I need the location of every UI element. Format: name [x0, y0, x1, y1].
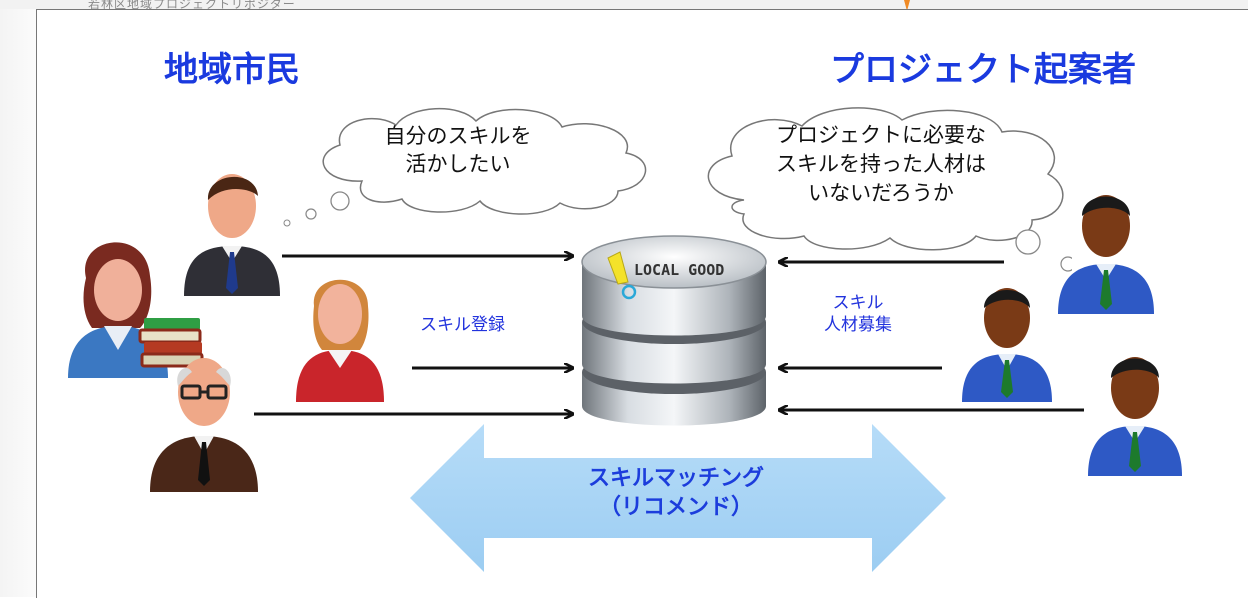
matching-label: スキルマッチング （リコメンド）	[540, 464, 812, 522]
woman-with-books-icon	[68, 242, 204, 378]
background-text: 若林区地域プロジェクトリポジター	[88, 0, 296, 11]
label-skill-recruit-line-2: 人材募集	[824, 315, 892, 335]
title-proposers: プロジェクト起案者	[830, 50, 1136, 90]
thought-right-line-3: いないだろうか	[808, 181, 954, 205]
thought-right-line-1: プロジェクトに必要な	[776, 123, 986, 147]
matching-double-arrow	[410, 424, 946, 572]
thought-left-line-1: 自分のスキルを	[384, 124, 532, 148]
thought-left-text: 自分のスキルを 活かしたい	[340, 122, 576, 178]
database-logo-text: LOCAL GOOD	[634, 261, 725, 279]
matching-label-line-2: （リコメンド）	[598, 495, 753, 520]
businessman-blue-icon-3	[1088, 357, 1182, 476]
businessman-blue-icon-2	[962, 288, 1052, 402]
background-left-edge	[0, 9, 36, 597]
database-icon	[581, 235, 767, 426]
woman-red-sweater-icon	[296, 279, 384, 402]
thought-bubble-small	[283, 219, 291, 227]
label-skill-recruit: スキル 人材募集	[808, 292, 908, 336]
title-citizens: 地域市民	[164, 50, 300, 90]
thought-right-line-2: スキルを持った人材は	[776, 152, 986, 176]
thought-cloud-left	[305, 108, 647, 220]
businessman-blue-icon-1	[1058, 195, 1154, 314]
thought-cloud-right	[707, 107, 1072, 272]
label-skill-recruit-line-1: スキル	[832, 293, 884, 313]
thought-left-line-2: 活かしたい	[405, 152, 511, 176]
elderly-man-glasses-icon	[150, 358, 258, 492]
background-strip	[0, 0, 1248, 9]
label-skill-register: スキル登録	[420, 315, 505, 335]
businessman-icon	[184, 174, 280, 296]
thought-right-text: プロジェクトに必要な スキルを持った人材は いないだろうか	[736, 121, 1026, 208]
orange-marker-icon	[904, 0, 910, 11]
matching-label-line-1: スキルマッチング	[587, 466, 764, 491]
